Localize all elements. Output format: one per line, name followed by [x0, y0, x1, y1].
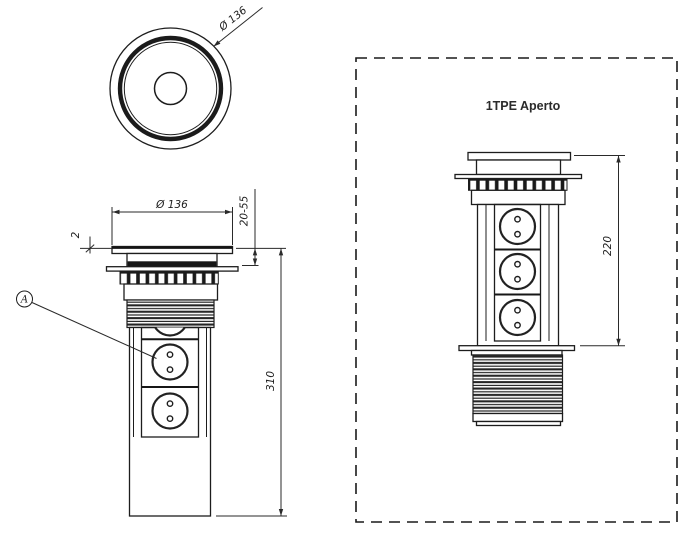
socket-middle — [151, 343, 189, 381]
socket-pin-hole — [166, 400, 174, 407]
socket-outline — [151, 343, 189, 381]
socket-middle — [498, 252, 537, 291]
detail-callout-label: A — [20, 295, 28, 306]
callout-leader-line — [31, 302, 157, 359]
toothed-clamp-ring — [119, 270, 219, 285]
front-closed-view: Ø 136 — [16, 189, 287, 517]
toothed-clamp-ring — [468, 178, 568, 191]
socket-top — [498, 207, 537, 246]
lid-thickness-label: 2 — [70, 231, 82, 238]
socket-bottom — [151, 392, 189, 430]
socket-pin-hole — [166, 366, 174, 373]
thread-lip — [470, 349, 563, 356]
socket-pin-hole — [166, 351, 174, 358]
bottom-rim — [475, 420, 562, 427]
dimension-arrow — [616, 155, 621, 163]
lid-thickness-dimension: 2 — [70, 231, 112, 254]
socket-pin-hole — [514, 275, 521, 283]
dimension-arrow — [225, 209, 232, 215]
under-counter-thread — [472, 354, 564, 415]
top-view-diameter-dimension: Ø 136 — [213, 4, 263, 47]
socket-outline — [498, 252, 537, 291]
top-view: Ø 136 — [109, 4, 263, 150]
collar — [470, 189, 566, 206]
dimension-arrow — [252, 258, 258, 266]
socket-pin-hole — [514, 321, 521, 329]
socket-top-partial — [154, 327, 186, 337]
neck — [475, 159, 562, 176]
socket-outline — [154, 327, 186, 337]
socket-pin-hole — [514, 215, 521, 223]
top-view-outer-rim — [109, 27, 232, 150]
socket-outline — [498, 298, 537, 337]
socket-pin-hole — [166, 415, 174, 422]
detail-callout: A — [16, 290, 157, 359]
oblique-tick — [85, 244, 95, 253]
extension-height-label: 220 — [602, 236, 614, 256]
dimension-arrow — [112, 209, 120, 215]
socket-bottom — [498, 298, 537, 337]
top-view-ring — [117, 35, 224, 142]
dimension-arrow — [278, 248, 284, 256]
collar — [123, 283, 219, 301]
open-view: 1TPE Aperto — [355, 57, 678, 523]
extension-height-dimension: 220 — [574, 155, 625, 347]
socket-outline — [151, 392, 189, 430]
mounting-flange — [454, 173, 583, 180]
leader-line — [213, 7, 263, 47]
overall-height-label: 310 — [265, 371, 277, 391]
socket-pin-hole — [514, 230, 521, 238]
clamp-range-label: 20-55 — [239, 195, 251, 226]
socket-pin-hole — [514, 306, 521, 314]
top-view-center-knob — [153, 71, 188, 106]
lid — [467, 151, 572, 161]
top-view-ring-inner-edge — [123, 41, 218, 136]
socket-panel — [493, 203, 542, 342]
detail-frame — [355, 57, 678, 523]
dimension-arrow — [252, 248, 258, 256]
leader-arrow — [213, 40, 221, 47]
callout-circle — [16, 290, 33, 308]
top-view-diameter-label: Ø 136 — [216, 4, 249, 34]
socket-pin-hole — [514, 260, 521, 268]
mounting-flange — [105, 266, 239, 272]
overall-height-dimension: 310 — [216, 248, 287, 517]
front-diameter-label: Ø 136 — [155, 199, 188, 211]
dimension-arrow — [616, 338, 621, 346]
front-diameter-dimension: Ø 136 — [111, 199, 233, 245]
neck-seal-band — [127, 261, 217, 267]
thread-base-band — [472, 412, 564, 423]
threaded-section — [126, 299, 215, 329]
socket-outline — [498, 207, 537, 246]
open-view-title: 1TPE Aperto — [486, 99, 561, 113]
clamp-range-dimension: 20-55 — [236, 189, 286, 266]
dimension-arrow — [278, 509, 284, 516]
countertop-plate — [458, 345, 576, 352]
